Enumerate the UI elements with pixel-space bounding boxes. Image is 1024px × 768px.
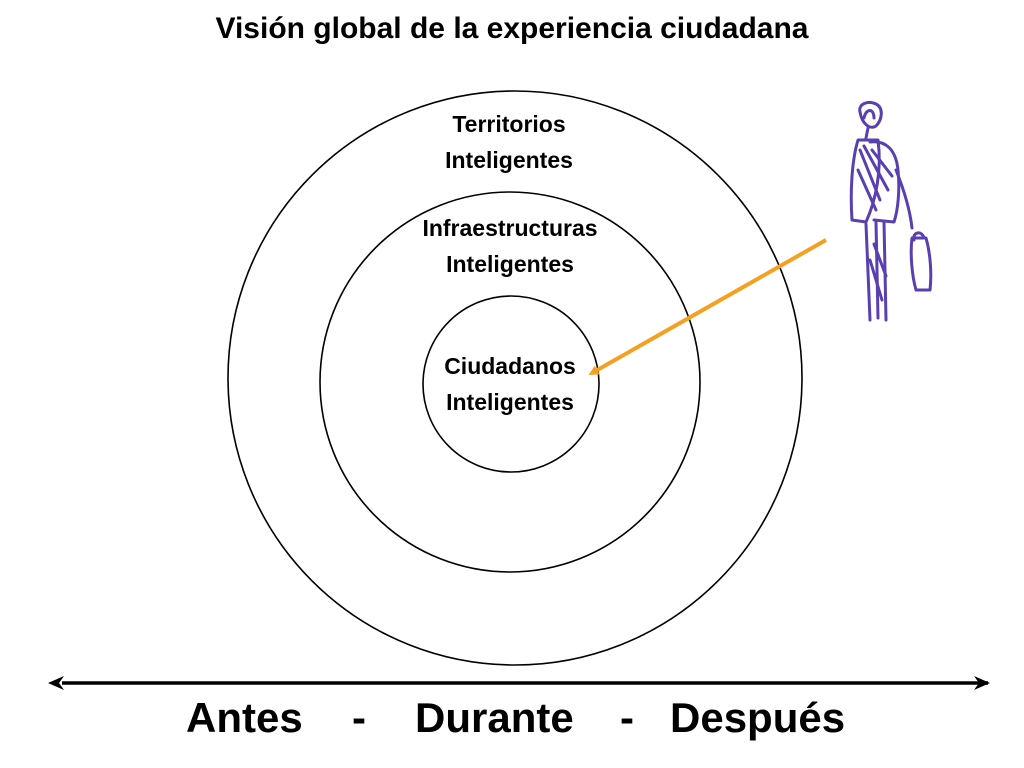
timeline-during: Durante: [415, 694, 574, 741]
inner-ring-label: Ciudadanos Inteligentes: [380, 348, 640, 420]
timeline-separator-2: -: [620, 694, 634, 741]
orange-arrow: [588, 238, 827, 375]
middle-ring-label-line1: Infraestructuras: [422, 215, 598, 241]
outer-circle: [227, 90, 803, 666]
inner-ring-label-line1: Ciudadanos: [444, 353, 576, 379]
timeline-after: Después: [670, 694, 846, 741]
middle-ring-label: Infraestructuras Inteligentes: [380, 210, 640, 282]
middle-circle: [319, 191, 701, 573]
inner-ring-label-line2: Inteligentes: [446, 389, 574, 415]
outer-ring-label-line1: Territorios: [452, 111, 566, 137]
timeline-before: Antes: [186, 694, 303, 741]
page-title: Visión global de la experiencia ciudadan…: [215, 12, 809, 45]
timeline-separator-1: -: [352, 694, 366, 741]
outer-ring-label-line2: Inteligentes: [445, 147, 573, 173]
middle-ring-label-line2: Inteligentes: [446, 251, 574, 277]
outer-ring-label: Territorios Inteligentes: [379, 106, 639, 178]
timeline-labels: Antes - Durante - Después: [0, 694, 1024, 754]
inner-circle: [422, 295, 600, 473]
walking-person-sketch-icon: [849, 100, 933, 322]
